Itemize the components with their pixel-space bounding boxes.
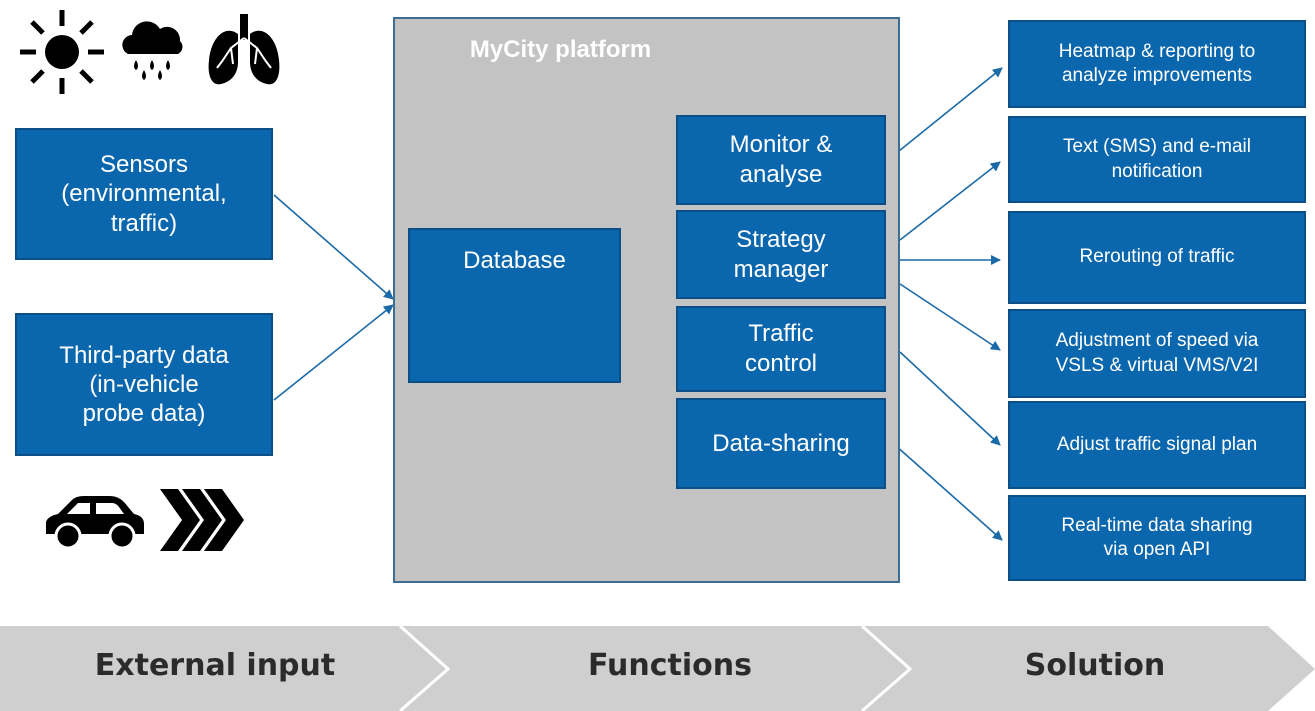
input-third-party-data: Third-party data (in-vehicle probe data) xyxy=(15,313,273,456)
arrow-strategy-to-speed xyxy=(899,283,1001,351)
sun-icon xyxy=(20,10,104,94)
rain-cloud-icon xyxy=(122,21,183,80)
database-label: Database xyxy=(463,247,566,274)
solution-sms-email-notification: Text (SMS) and e-mail notification xyxy=(1008,116,1306,203)
stage-chevron-external-input xyxy=(0,626,448,711)
arrow-traffic-control-to-signal-plan xyxy=(899,351,1001,446)
database-box: Database xyxy=(408,228,621,383)
stage-chevron-functions xyxy=(402,626,910,711)
input-sensors: Sensors (environmental, traffic) xyxy=(15,128,273,260)
solution-rerouting-traffic: Rerouting of traffic xyxy=(1008,211,1306,304)
arrow-data-sharing-to-realtime xyxy=(894,444,1003,541)
stage-label-functions: Functions xyxy=(588,648,752,683)
arrow-monitor-to-heatmap xyxy=(893,67,1003,156)
arrow-third-party-to-database xyxy=(273,304,394,401)
solution-traffic-signal-plan: Adjust traffic signal plan xyxy=(1008,401,1306,489)
function-traffic-control: Traffic control xyxy=(676,306,886,392)
stage-label-solution: Solution xyxy=(1024,648,1166,683)
function-monitor-analyse: Monitor & analyse xyxy=(676,115,886,205)
stage-label-external-input: External input xyxy=(94,648,336,683)
function-strategy-manager: Strategy manager xyxy=(676,210,886,299)
stage-chevron-solution xyxy=(864,626,1315,711)
triple-chevron-icon xyxy=(160,489,244,551)
function-data-sharing: Data-sharing xyxy=(676,398,886,489)
car-icon xyxy=(46,496,144,550)
lungs-icon xyxy=(208,14,280,85)
solution-speed-adjustment: Adjustment of speed via VSLS & virtual V… xyxy=(1008,309,1306,398)
platform-title: MyCity platform xyxy=(469,36,652,63)
arrow-sensors-to-database xyxy=(273,194,394,300)
solution-heatmap-reporting: Heatmap & reporting to analyze improveme… xyxy=(1008,20,1306,108)
arrow-strategy-to-notification xyxy=(899,161,1001,241)
solution-realtime-data-sharing: Real-time data sharing via open API xyxy=(1008,495,1306,581)
